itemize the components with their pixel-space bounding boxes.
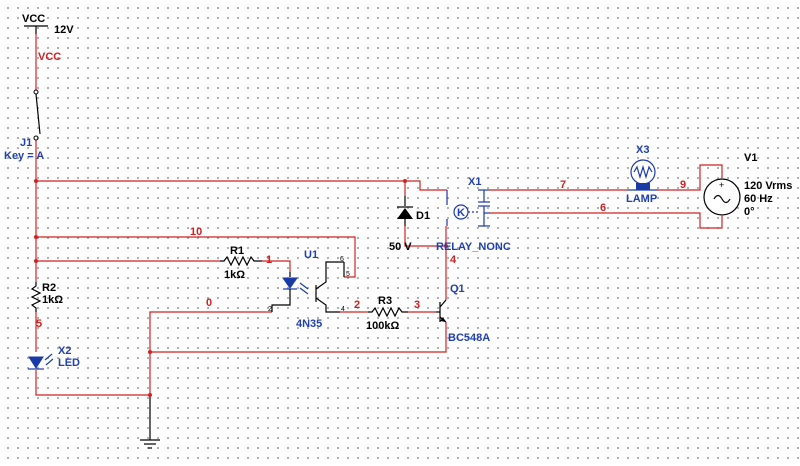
vcc-top-label: VCC <box>22 13 45 25</box>
v1-rms-label: 120 Vrms <box>744 180 792 192</box>
v1-freq-label: 60 Hz <box>744 193 773 205</box>
led-ray <box>44 353 53 361</box>
x2-part-label: LED <box>58 357 80 369</box>
net-labels: 0 1 2 3 4 5 6 7 9 10 <box>36 179 686 330</box>
transistor-q1[interactable]: Q1 BC548A <box>436 283 490 344</box>
plus-icon: + <box>719 180 724 190</box>
resistor-zigzag <box>30 282 42 312</box>
resistor-zigzag <box>220 255 262 267</box>
resistor-r3[interactable]: R3 100kΩ <box>366 295 408 332</box>
led-return-wire <box>35 370 150 396</box>
net-label-9: 9 <box>680 179 686 191</box>
lamp-filament <box>633 164 653 180</box>
u1-pin-label: 6 <box>340 256 344 263</box>
u1-pin-label: 4 <box>341 306 345 313</box>
j1-ref-label: J1 <box>20 137 32 149</box>
vcc-net-label: VCC <box>38 51 61 63</box>
junction-dot <box>403 179 407 183</box>
led-ray <box>45 358 54 366</box>
ac-source-v1[interactable]: + V1 120 Vrms 60 Hz 0° <box>703 152 792 218</box>
junction-dot <box>34 179 38 183</box>
vcc-voltage-label: 12V <box>54 24 74 36</box>
junction-dot <box>34 259 38 263</box>
u1-ref-label: U1 <box>304 249 318 261</box>
optocoupler-u1[interactable]: U1 4N35 2 4 5 6 <box>268 249 350 330</box>
r2-value-label: 1kΩ <box>42 294 63 306</box>
ac-source-icon <box>703 178 741 216</box>
emitter-wire <box>150 322 447 353</box>
rail-to-diode-wire <box>36 180 406 196</box>
u1-pin-label: 2 <box>268 306 272 313</box>
x3-ref-label: X3 <box>636 144 649 156</box>
opto-ray <box>299 282 309 290</box>
net-0-upper-wire <box>149 311 272 395</box>
net-label-6: 6 <box>600 202 606 214</box>
d1-ref-label: D1 <box>416 210 430 222</box>
r1-value-label: 1kΩ <box>224 269 245 281</box>
relay-coil-label: K <box>457 207 465 219</box>
net-label-2: 2 <box>354 299 360 311</box>
net-10-wire <box>36 236 356 278</box>
junctions <box>34 179 448 397</box>
x2-ref-label: X2 <box>58 345 71 357</box>
q1-ref-label: Q1 <box>450 283 465 295</box>
q1-arrow <box>440 317 446 322</box>
lamp-x3[interactable]: X3 LAMP <box>626 144 658 205</box>
junction-dot <box>148 350 152 354</box>
x1-ref-label: X1 <box>468 176 481 188</box>
resistor-r2[interactable]: R2 1kΩ <box>30 282 63 312</box>
rail-to-relay-wire <box>405 180 447 191</box>
r2-ref-label: R2 <box>42 282 56 294</box>
x3-part-label: LAMP <box>626 193 657 205</box>
ground-symbol[interactable] <box>140 439 160 449</box>
wires <box>35 26 723 440</box>
phototransistor-emitter <box>315 297 340 313</box>
net-label-1: 1 <box>266 254 272 266</box>
led-icon <box>28 356 44 369</box>
q1-part-label: BC548A <box>448 332 490 344</box>
sine-wave-icon <box>713 194 731 204</box>
net-9-wire <box>658 164 723 191</box>
junction-dot <box>444 244 448 248</box>
r3-value-label: 100kΩ <box>366 320 399 332</box>
junction-dot <box>34 235 38 239</box>
net-label-5: 5 <box>36 318 42 330</box>
diode-low-wire <box>404 226 446 247</box>
net-1-right-wire <box>262 260 291 272</box>
net-label-7: 7 <box>560 179 566 191</box>
switch-j1[interactable]: J1 Key = A <box>4 89 44 162</box>
junction-dot <box>148 393 152 397</box>
phototransistor-collector <box>315 261 344 290</box>
switch-contact <box>33 89 39 95</box>
opto-led-icon <box>282 277 298 289</box>
net-label-0: 0 <box>206 297 212 309</box>
net-label-4: 4 <box>450 254 457 266</box>
resistor-r1[interactable]: R1 1kΩ <box>220 245 262 281</box>
r1-ref-label: R1 <box>230 245 244 257</box>
opto-cathode-lead <box>271 289 291 312</box>
switch-blade <box>35 93 41 135</box>
vcc-symbol[interactable]: VCC 12V VCC <box>22 13 74 63</box>
switch-contact <box>33 135 39 141</box>
diode-icon <box>397 208 413 219</box>
j1-key-label: Key = A <box>4 150 44 162</box>
net-label-3: 3 <box>414 299 420 311</box>
net-6-wire <box>490 212 723 229</box>
v1-phase-label: 0° <box>744 206 755 218</box>
r3-ref-label: R3 <box>378 295 392 307</box>
x1-part-label: RELAY_NONC <box>436 241 511 253</box>
resistor-zigzag <box>368 306 408 318</box>
u1-pin-label: 5 <box>346 271 350 278</box>
led-x2[interactable]: X2 LED <box>28 345 80 370</box>
u1-part-label: 4N35 <box>296 318 322 330</box>
v1-ref-label: V1 <box>744 152 757 164</box>
diode-d1[interactable]: D1 <box>397 196 430 226</box>
opto-ray <box>299 287 309 295</box>
x1-voltage-label: 50 V <box>389 241 412 253</box>
relay-x1[interactable]: K X1 50 V RELAY_NONC <box>389 176 511 253</box>
lamp-base <box>636 183 650 190</box>
net-label-10: 10 <box>190 226 202 238</box>
q1-collector <box>439 299 447 308</box>
